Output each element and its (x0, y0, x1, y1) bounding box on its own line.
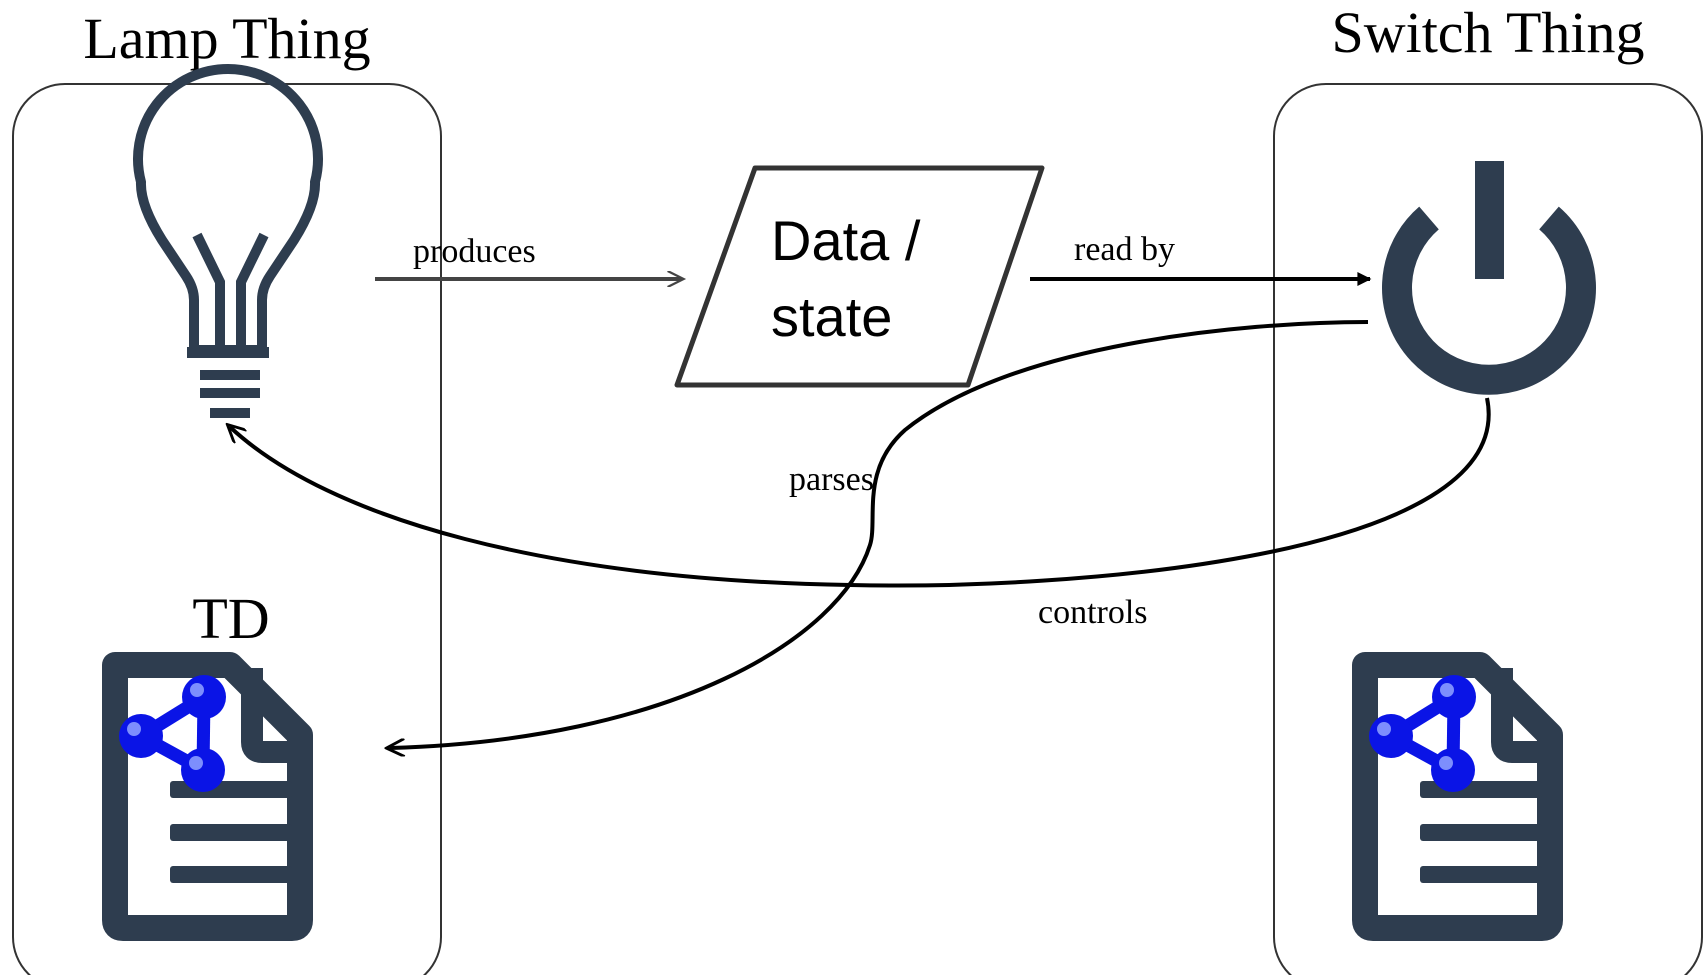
read-by-label: read by (1074, 231, 1175, 268)
data-state-line2: state (771, 285, 892, 348)
lightbulb-icon (133, 63, 323, 418)
controls-label: controls (1038, 594, 1148, 631)
switch-thing-title: Switch Thing (1331, 0, 1644, 65)
lamp-td-label: TD (192, 586, 269, 651)
switch-td-document-icon (1365, 665, 1550, 928)
parses-arrow (390, 320, 1369, 748)
power-icon (1382, 161, 1596, 395)
lamp-thing-title: Lamp Thing (83, 6, 370, 71)
lamp-thing-container (12, 83, 442, 975)
controls-arrow (230, 397, 1491, 588)
data-state-line1: Data / (771, 209, 921, 272)
data-state-node: Data / state (674, 165, 1045, 388)
lamp-td-document-icon (115, 665, 300, 928)
switch-thing-container (1273, 83, 1703, 975)
produces-label: produces (413, 233, 536, 270)
parses-label: parses (789, 461, 874, 498)
